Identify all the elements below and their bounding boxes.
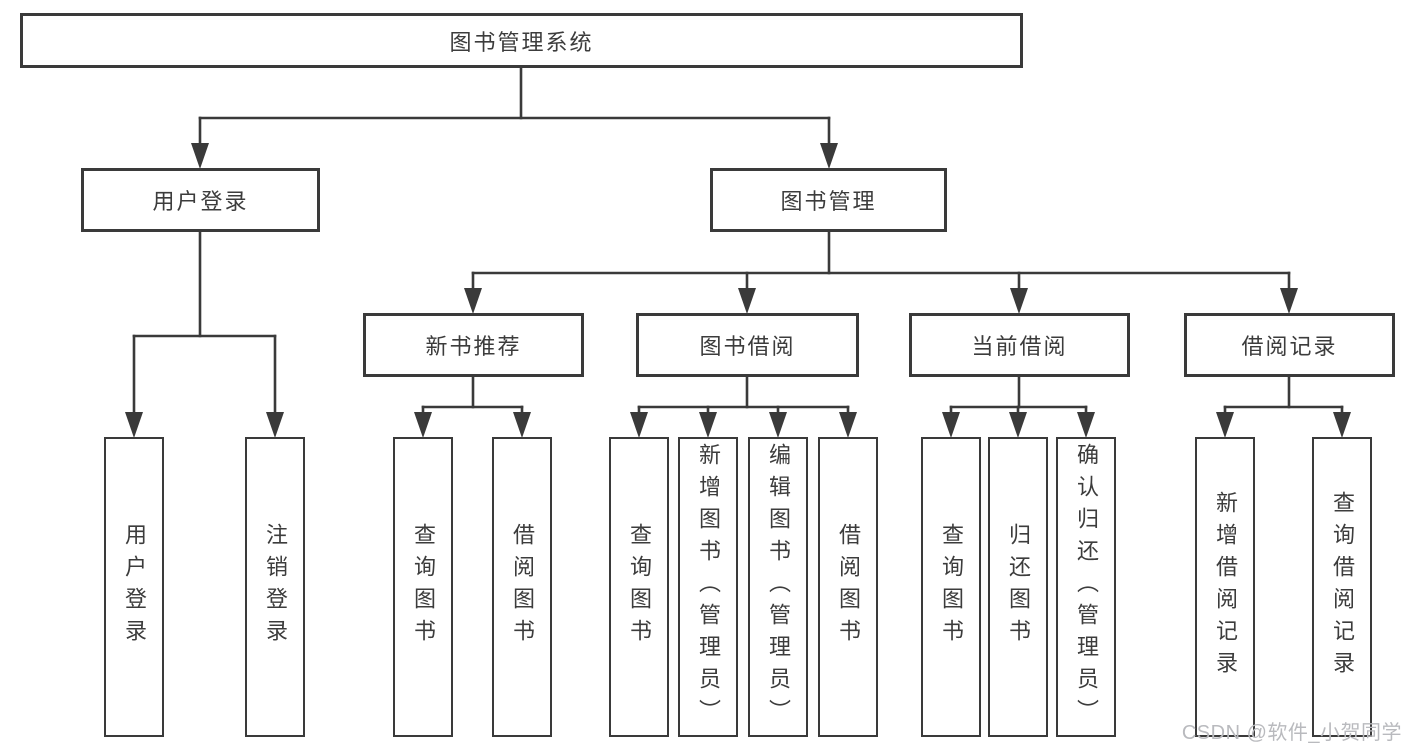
leaf-borrow-books-rec: 借阅图书	[492, 437, 552, 737]
leaf-query-borrow-record-label: 查询借阅记录	[1330, 491, 1355, 683]
leaf-query-books-rec: 查询图书	[393, 437, 453, 737]
leaf-add-borrow-record: 新增借阅记录	[1195, 437, 1255, 737]
leaf-query-books-current: 查询图书	[921, 437, 981, 737]
node-current-borrow-label: 当前借阅	[971, 334, 1068, 359]
leaf-confirm-return-admin-label: 确认归还（管理员）	[1074, 443, 1099, 731]
leaf-logout-label: 注销登录	[263, 523, 288, 651]
leaf-return-books-label: 归还图书	[1006, 523, 1031, 651]
leaf-query-books-borrow-label: 查询图书	[627, 523, 652, 651]
leaf-query-borrow-record: 查询借阅记录	[1312, 437, 1372, 737]
leaf-return-books: 归还图书	[988, 437, 1048, 737]
node-new-book-rec: 新书推荐	[363, 313, 584, 377]
leaf-borrow-books-rec-label: 借阅图书	[510, 523, 535, 651]
leaf-user-login: 用户登录	[104, 437, 164, 737]
node-book-mgmt-label: 图书管理	[780, 189, 877, 214]
leaf-confirm-return-admin: 确认归还（管理员）	[1056, 437, 1116, 737]
connector-borrow-records-to-leaves	[1216, 375, 1351, 438]
leaf-borrow-books-label: 借阅图书	[836, 523, 861, 651]
node-book-mgmt: 图书管理	[710, 168, 947, 232]
connector-root-to-level2	[191, 66, 838, 169]
node-root: 图书管理系统	[20, 13, 1023, 68]
connector-current-borrow-to-leaves	[942, 375, 1095, 438]
csdn-watermark: CSDN @软件_小贺同学	[1181, 722, 1402, 744]
node-current-borrow: 当前借阅	[909, 313, 1130, 377]
leaf-add-books-admin: 新增图书（管理员）	[678, 437, 738, 737]
connector-book-borrow-to-leaves	[630, 375, 857, 438]
leaf-query-books-borrow: 查询图书	[609, 437, 669, 737]
leaf-query-books-rec-label: 查询图书	[411, 523, 436, 651]
leaf-add-books-admin-label: 新增图书（管理员）	[696, 443, 721, 731]
node-root-label: 图书管理系统	[449, 29, 594, 55]
connector-user-login-to-children	[125, 230, 284, 438]
leaf-borrow-books: 借阅图书	[818, 437, 878, 737]
node-user-login: 用户登录	[81, 168, 320, 232]
connector-new-book-rec-to-leaves	[414, 375, 531, 438]
leaf-user-login-label: 用户登录	[122, 523, 147, 651]
connector-book-mgmt-to-level3	[464, 230, 1298, 314]
leaf-add-borrow-record-label: 新增借阅记录	[1213, 491, 1238, 683]
node-user-login-label: 用户登录	[152, 189, 249, 214]
node-book-borrow: 图书借阅	[636, 313, 859, 377]
leaf-query-books-current-label: 查询图书	[939, 523, 964, 651]
node-borrow-records-label: 借阅记录	[1241, 334, 1338, 359]
node-borrow-records: 借阅记录	[1184, 313, 1395, 377]
node-new-book-rec-label: 新书推荐	[425, 334, 522, 359]
node-book-borrow-label: 图书借阅	[699, 334, 796, 359]
leaf-logout: 注销登录	[245, 437, 305, 737]
leaf-edit-books-admin: 编辑图书（管理员）	[748, 437, 808, 737]
leaf-edit-books-admin-label: 编辑图书（管理员）	[766, 443, 791, 731]
